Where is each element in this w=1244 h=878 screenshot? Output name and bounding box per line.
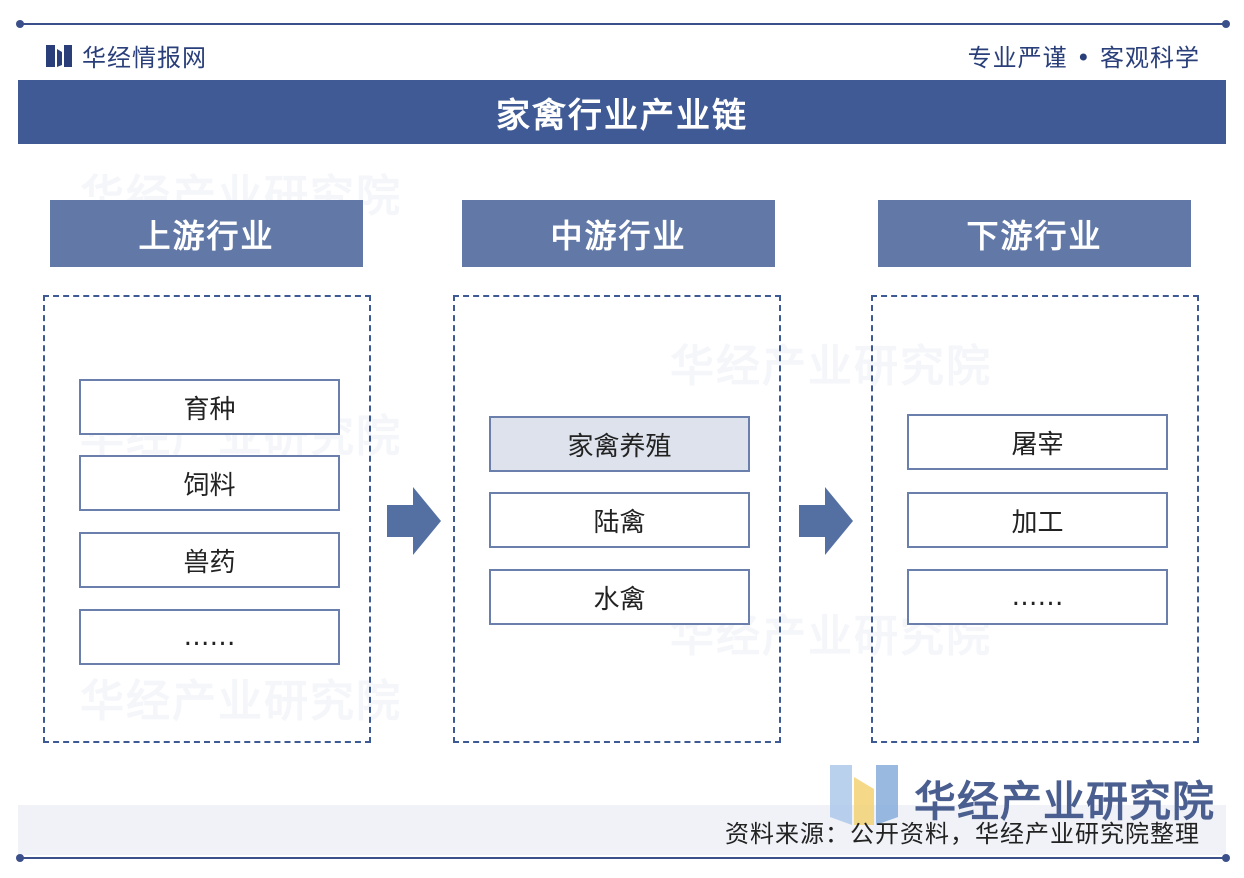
arrow-right-icon bbox=[387, 487, 441, 555]
item-waterfowl: 水禽 bbox=[489, 569, 750, 625]
item-veterinary-drugs: 兽药 bbox=[79, 532, 340, 588]
top-frame-line bbox=[20, 23, 1228, 25]
item-feed: 饲料 bbox=[79, 455, 340, 511]
bottom-left-dot bbox=[16, 854, 24, 862]
bottom-frame-line bbox=[20, 857, 1228, 859]
header-brand: 华经情报网 bbox=[46, 38, 207, 73]
item-more: …… bbox=[79, 609, 340, 665]
brand-name: 华经情报网 bbox=[82, 44, 207, 72]
stage-header-midstream: 中游行业 bbox=[462, 200, 775, 267]
source-note: 资料来源：公开资料，华经产业研究院整理 bbox=[725, 820, 1200, 848]
arrow-right-icon bbox=[799, 487, 853, 555]
item-processing: 加工 bbox=[907, 492, 1168, 548]
item-breeding: 育种 bbox=[79, 379, 340, 435]
header-tagline: 专业严谨 • 客观科学 bbox=[967, 44, 1200, 72]
stage-box-upstream: 育种 饲料 兽药 …… bbox=[43, 295, 371, 743]
bottom-right-dot bbox=[1222, 854, 1230, 862]
research-institute-logo-icon bbox=[830, 765, 898, 825]
stage-box-midstream: 家禽养殖 陆禽 水禽 bbox=[453, 295, 781, 743]
item-poultry-farming: 家禽养殖 bbox=[489, 416, 750, 472]
watermark: 华经产业研究院 bbox=[80, 676, 402, 727]
research-institute-brand: 华经产业研究院 bbox=[914, 777, 1216, 826]
stage-box-downstream: 屠宰 加工 …… bbox=[871, 295, 1199, 743]
page-title: 家禽行业产业链 bbox=[18, 80, 1226, 144]
item-land-poultry: 陆禽 bbox=[489, 492, 750, 548]
stage-header-upstream: 上游行业 bbox=[50, 200, 363, 267]
brand-logo-icon bbox=[46, 44, 72, 67]
item-more: …… bbox=[907, 569, 1168, 625]
top-left-dot bbox=[16, 20, 24, 28]
top-right-dot bbox=[1222, 20, 1230, 28]
watermark: 华经产业研究院 bbox=[670, 341, 992, 392]
stage-header-downstream: 下游行业 bbox=[878, 200, 1191, 267]
item-slaughter: 屠宰 bbox=[907, 414, 1168, 470]
source-bar bbox=[18, 805, 1226, 855]
